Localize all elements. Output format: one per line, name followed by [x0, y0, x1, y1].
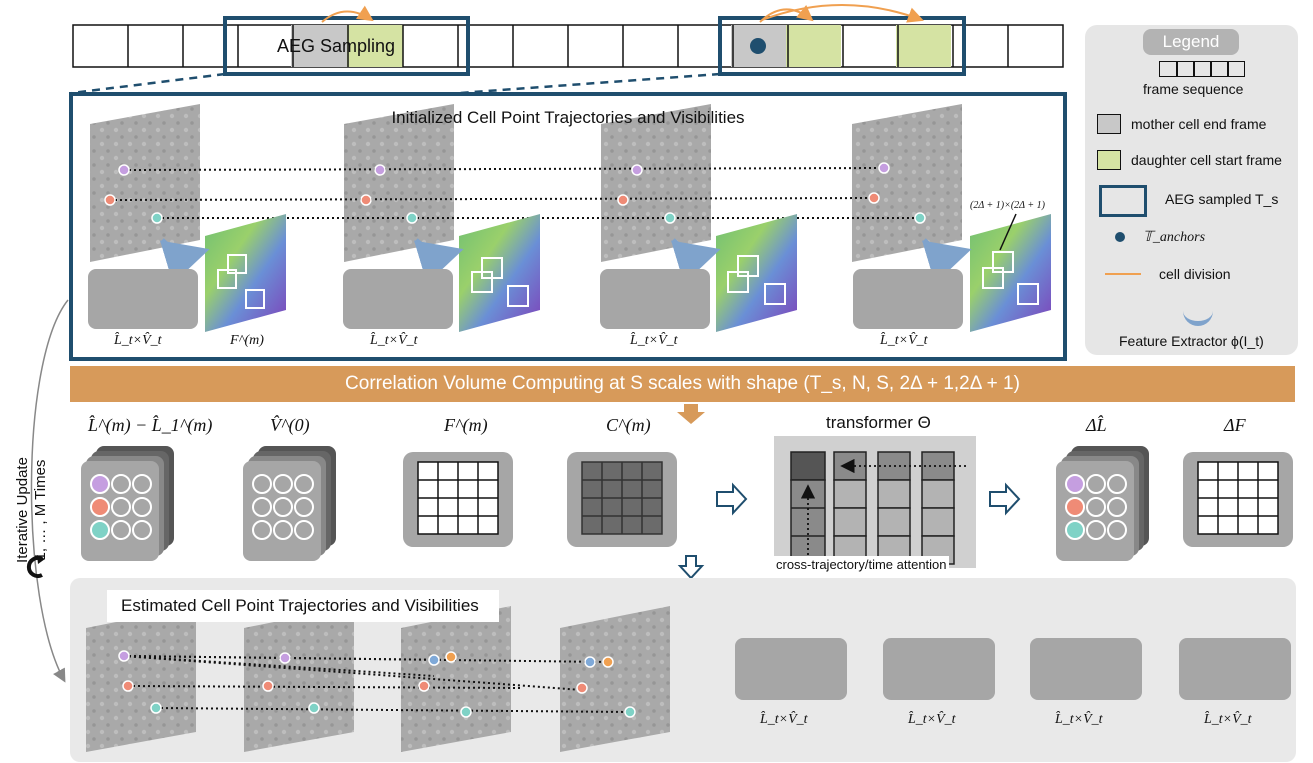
legend-extractor: Feature Extractor ϕ(I_t) [1119, 333, 1264, 349]
feature-map-3 [716, 214, 797, 332]
est-lt-vt-3: L̂_t×V̂_t [1055, 712, 1103, 727]
mother-frame-left [291, 25, 347, 67]
lt-vt-label-1: L̂_t×V̂_t [114, 333, 162, 348]
legend-aeg: AEG sampled T_s [1165, 191, 1279, 207]
label-l-diff: L̂^(m) − L̂_1^(m) [88, 415, 213, 435]
init-frame-1 [90, 104, 200, 262]
aeg-sampling-label: AEG Sampling [277, 36, 396, 56]
grid-cm [567, 452, 677, 547]
legend-title: Legend [1143, 29, 1239, 55]
aeg-swatch [1099, 185, 1147, 217]
init-frame-3 [601, 104, 711, 262]
lt-vt-label-3: L̂_t×V̂_t [630, 333, 678, 348]
feature-label: F^(m) [230, 333, 264, 348]
init-frame-4 [852, 104, 962, 262]
anchor-swatch [1115, 232, 1125, 242]
daughter-frame-right-1 [786, 25, 841, 67]
init-matrices [88, 269, 963, 329]
legend-daughter: daughter cell start frame [1131, 152, 1282, 168]
label-delta-f: ΔF [1224, 415, 1246, 435]
hollow-arrow-down [677, 555, 705, 580]
est-matrix-4 [1179, 638, 1291, 700]
est-matrices [735, 638, 1291, 700]
division-arrow-right-2 [761, 4, 924, 23]
feature-maps [205, 214, 1051, 332]
daughter-frame-left [347, 25, 403, 67]
legend-panel: Legend frame sequence mother cell end fr… [1085, 25, 1298, 355]
iteration-label: Iterative Update 1, … , M Times [4, 430, 62, 610]
est-matrix-3 [1030, 638, 1142, 700]
attention-label: cross-trajectory/time attention [774, 556, 949, 573]
grid-fm [403, 452, 513, 547]
est-lt-vt-4: L̂_t×V̂_t [1204, 712, 1252, 727]
zoom-line-right [459, 72, 721, 95]
est-frame-1 [86, 606, 196, 752]
extractor-swatch [1183, 307, 1213, 326]
daughter-swatch [1097, 150, 1121, 170]
division-swatch [1105, 273, 1141, 275]
anchor-dot [750, 38, 766, 54]
daughter-frame-right-2 [896, 25, 951, 67]
legend-mother: mother cell end frame [1131, 116, 1267, 132]
label-cm: C^(m) [606, 415, 651, 435]
label-v0: V̂^(0) [270, 415, 310, 435]
label-fm: F^(m) [444, 415, 488, 435]
est-matrix-2 [883, 638, 995, 700]
init-points [104, 162, 926, 224]
hollow-arrow-2 [989, 482, 1021, 516]
frame-sequence-icon [1159, 61, 1245, 77]
window-size-label: (2Δ + 1)×(2Δ + 1) [970, 200, 1045, 211]
lt-vt-label-4: L̂_t×V̂_t [880, 333, 928, 348]
est-frame-2 [244, 606, 354, 752]
est-frames [86, 606, 670, 752]
legend-frame-sequence: frame sequence [1143, 81, 1244, 97]
aeg-window-right [718, 16, 966, 76]
corr-down-arrow [677, 404, 705, 424]
legend-division: cell division [1159, 266, 1231, 282]
iteration-loop-arrow [30, 299, 69, 683]
division-arrow-left [321, 5, 374, 23]
label-delta-l: ΔL̂ [1086, 415, 1107, 435]
stack-delta-l [1056, 446, 1149, 561]
est-points [118, 650, 636, 718]
zoom-line-left [71, 72, 226, 95]
init-title: Initialized Cell Point Trajectories and … [391, 108, 745, 127]
est-lt-vt-1: L̂_t×V̂_t [760, 712, 808, 727]
stack-l-diff [81, 446, 174, 561]
est-title-box: Estimated Cell Point Trajectories and Vi… [107, 590, 499, 622]
correlation-text: Correlation Volume Computing at S scales… [345, 373, 1020, 394]
window-pointer [999, 213, 1017, 251]
aeg-window-left [223, 16, 470, 76]
iteration-line-1: Iterative Update [14, 457, 31, 563]
feature-map-2 [459, 214, 540, 332]
hollow-arrow-1 [716, 482, 748, 516]
stack-v0 [243, 446, 336, 561]
mother-swatch [1097, 114, 1121, 134]
est-frame-4 [560, 606, 670, 752]
iteration-line-2: 1, … , M Times [32, 459, 49, 561]
init-frame-2 [344, 104, 454, 262]
init-matrix-1 [88, 269, 198, 329]
label-transformer: transformer Θ [826, 413, 931, 432]
frame-sequence-strip [72, 4, 1064, 76]
init-frames [90, 104, 962, 262]
est-frame-3 [401, 606, 511, 752]
est-trajectories [123, 655, 631, 713]
init-matrix-2 [343, 269, 453, 329]
grid-delta-f [1183, 452, 1293, 547]
est-lt-vt-2: L̂_t×V̂_t [908, 712, 956, 727]
extractor-arrows [160, 238, 972, 284]
legend-anchors: 𝕋_anchors [1143, 230, 1206, 245]
est-title: Estimated Cell Point Trajectories and Vi… [121, 596, 479, 615]
correlation-band: Correlation Volume Computing at S scales… [70, 366, 1295, 402]
est-matrix-1 [735, 638, 847, 700]
init-matrix-3 [600, 269, 710, 329]
init-matrix-4 [853, 269, 963, 329]
lt-vt-label-2: L̂_t×V̂_t [370, 333, 418, 348]
